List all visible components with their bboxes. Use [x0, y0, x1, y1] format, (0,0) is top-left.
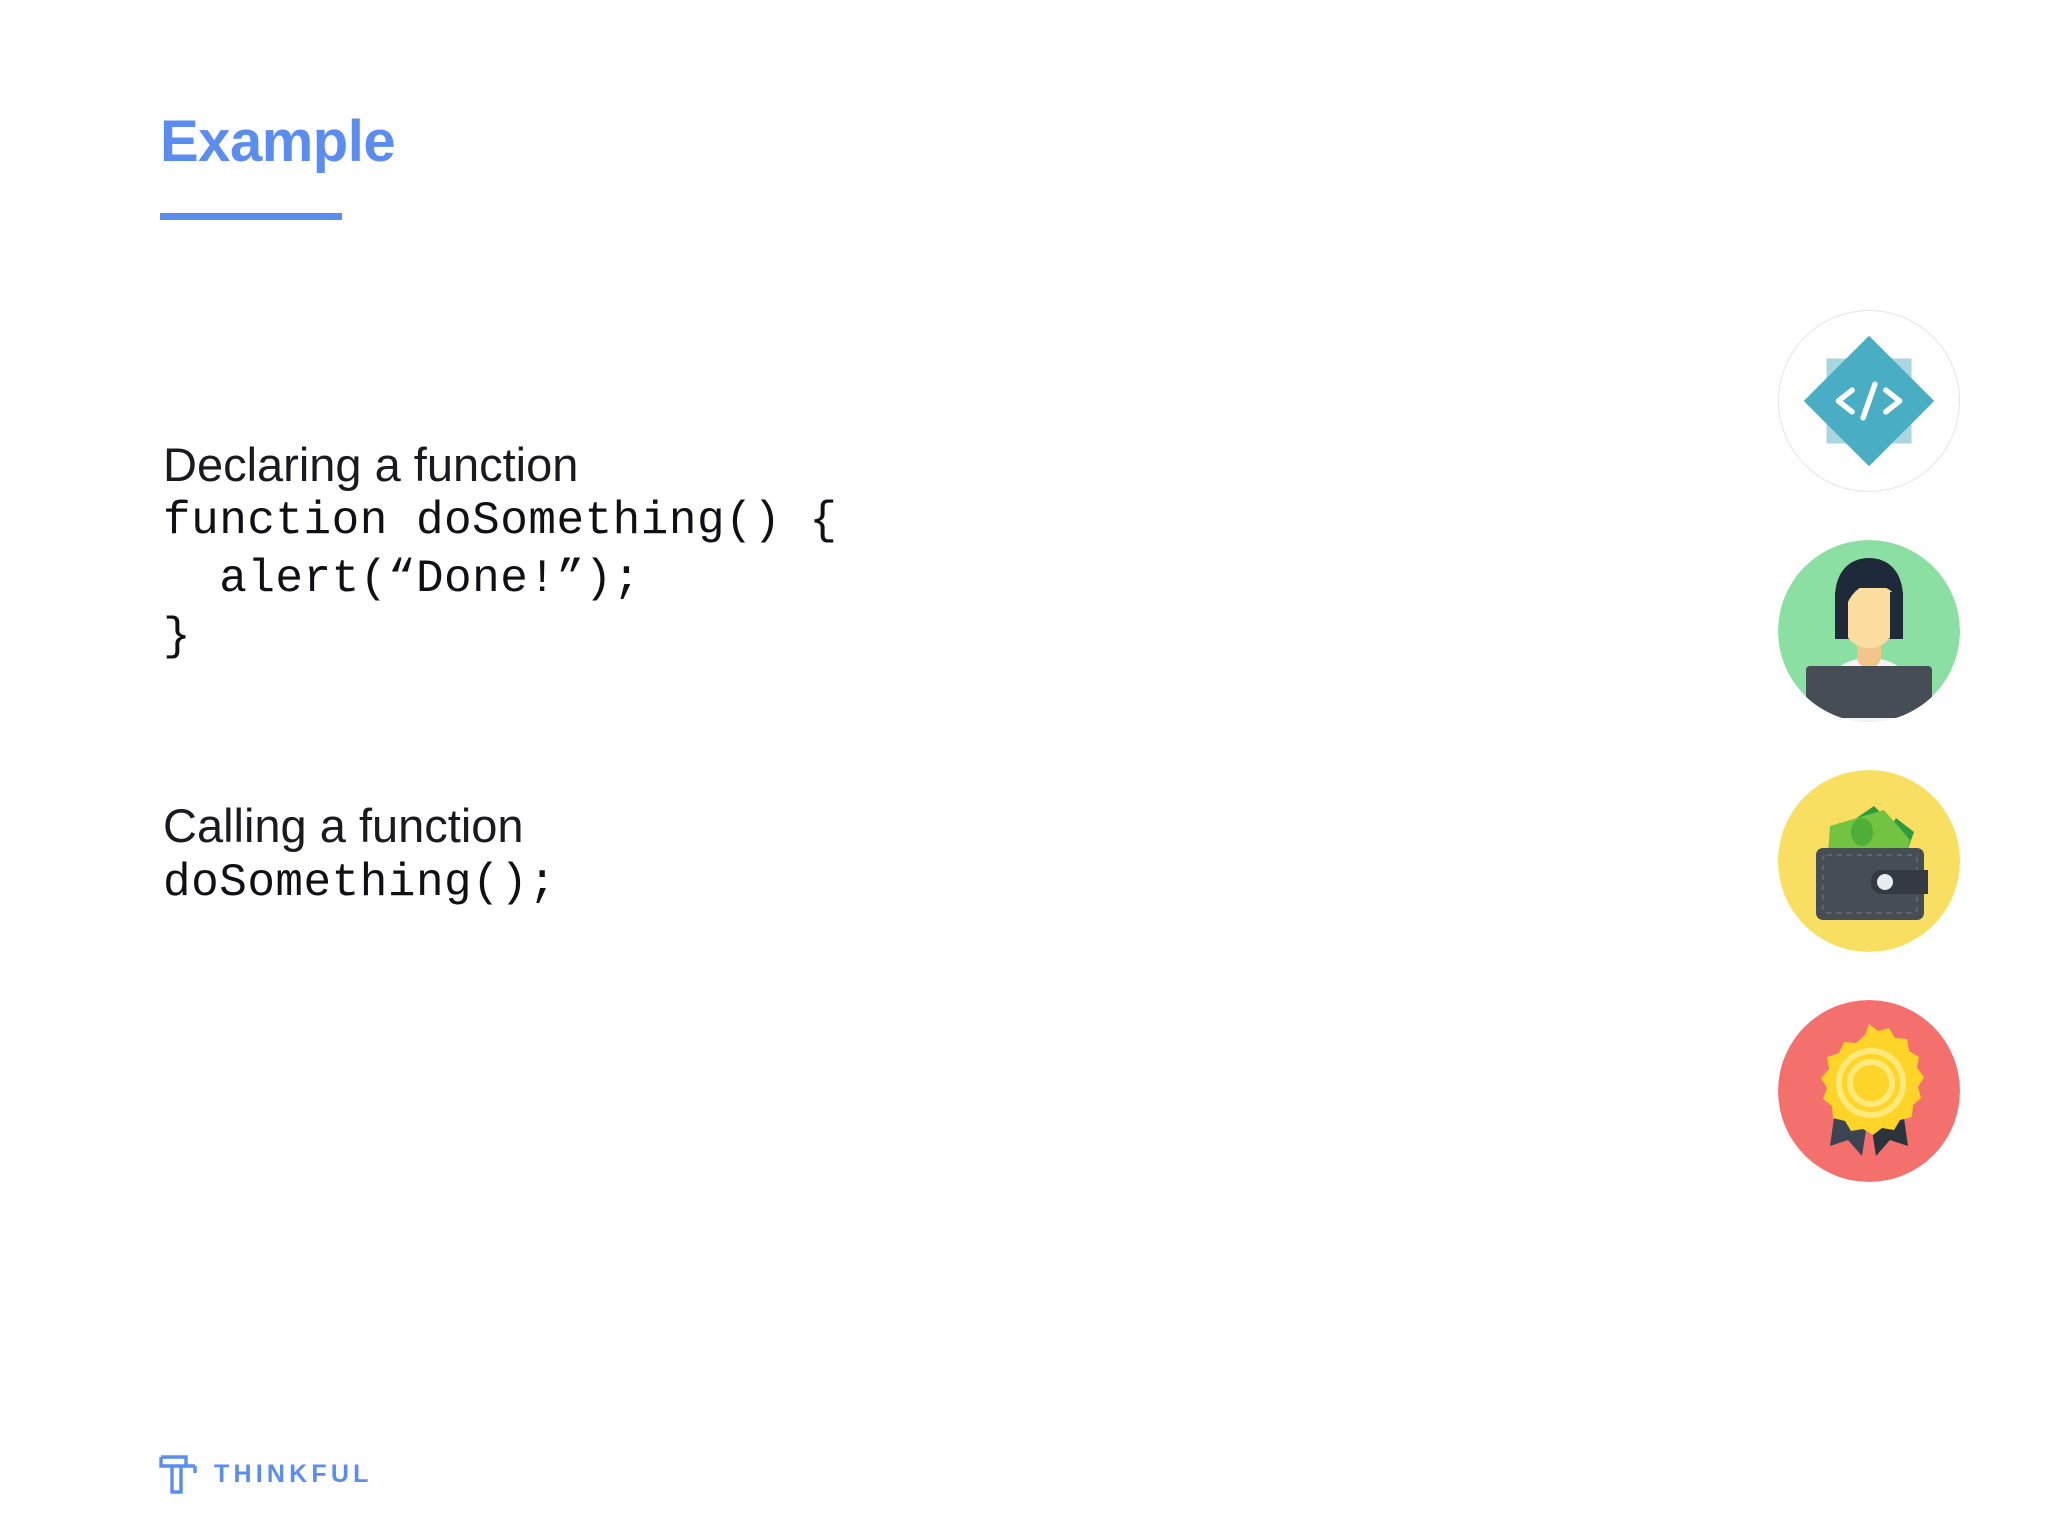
section-heading-declaring: Declaring a function — [163, 438, 579, 491]
title-underline-rule — [160, 212, 342, 220]
thinkful-logo: THINKFUL — [158, 1452, 373, 1496]
page-title: Example — [160, 109, 396, 174]
title-block: Example — [160, 109, 396, 220]
code-line-declare-1: function doSomething() { — [163, 495, 838, 548]
thinkful-wordmark: THINKFUL — [214, 1459, 373, 1488]
code-brackets-icon — [1778, 310, 1960, 492]
content-area: Declaring a function function doSomethin… — [163, 436, 1463, 912]
code-line-declare-3: } — [163, 611, 192, 664]
icon-column — [1778, 310, 1960, 1182]
code-line-call-1: doSomething(); — [163, 856, 557, 909]
code-line-declare-2: alert(“Done!”); — [163, 553, 641, 606]
wallet-with-money-icon — [1778, 770, 1960, 952]
section-heading-calling: Calling a function — [163, 799, 524, 853]
section-spacer — [163, 667, 1463, 797]
woman-at-laptop-icon — [1778, 540, 1960, 722]
award-medal-icon — [1778, 1000, 1960, 1182]
thinkful-t-mark-icon — [158, 1452, 198, 1496]
